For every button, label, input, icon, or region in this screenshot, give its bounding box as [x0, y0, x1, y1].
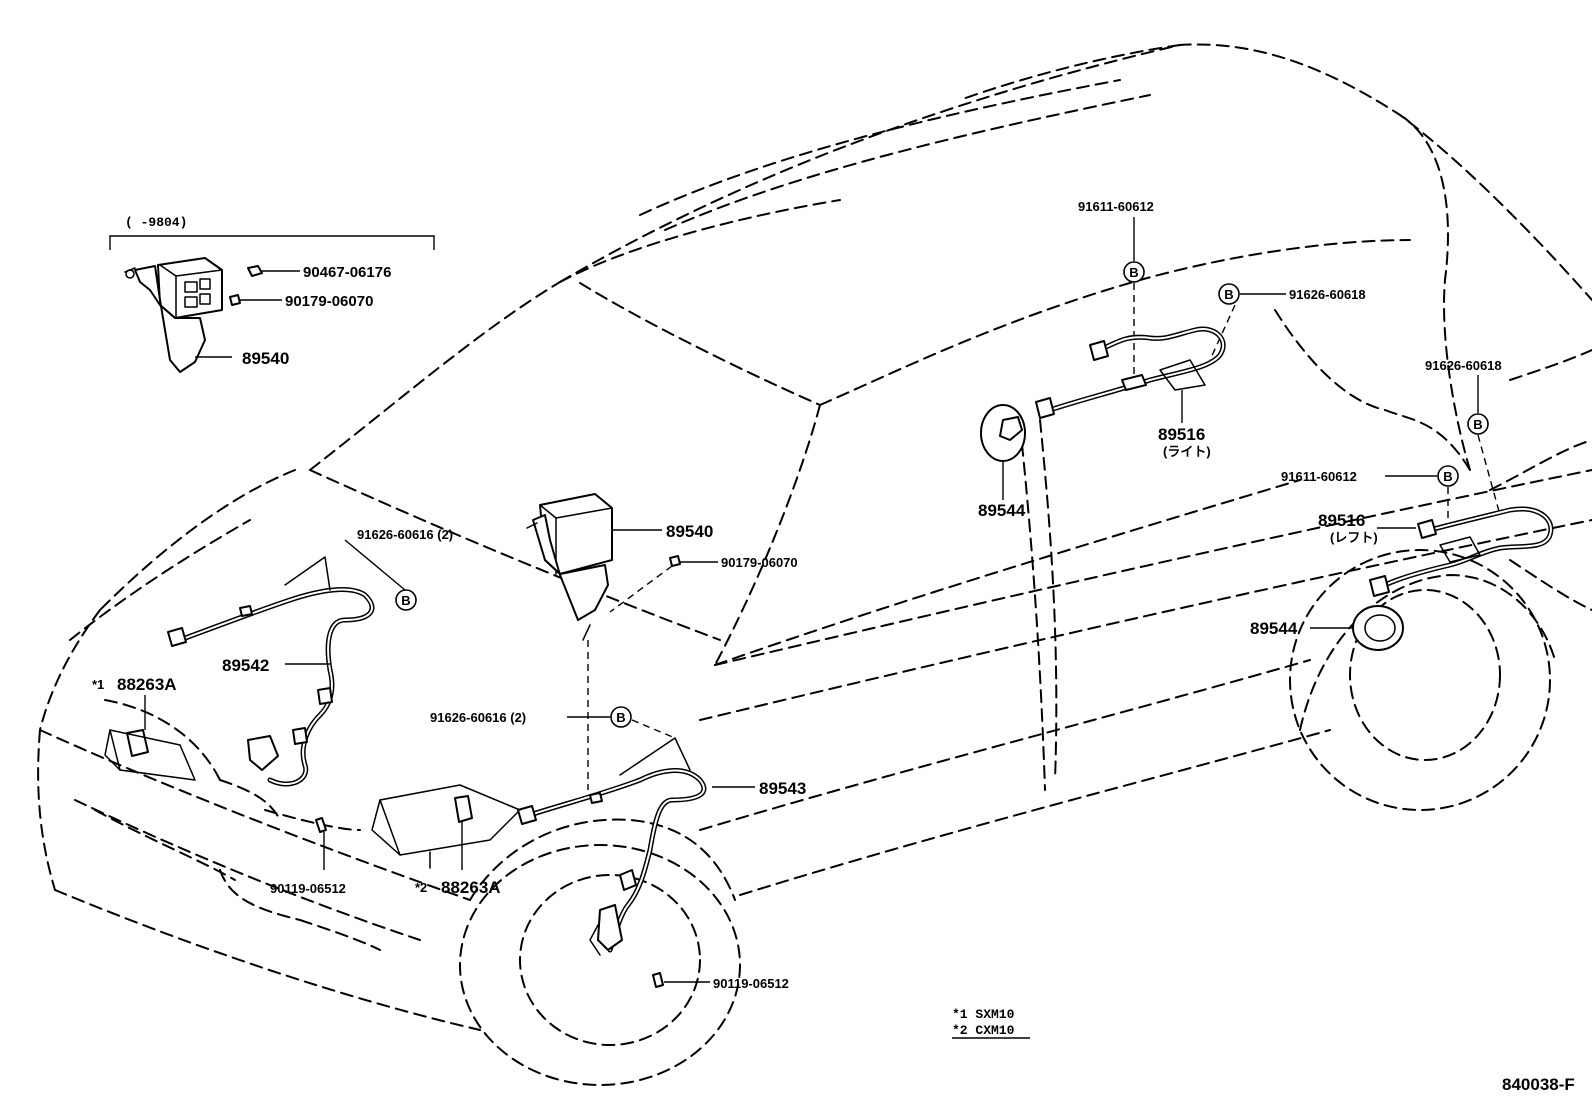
b-marker-center: B: [610, 706, 632, 728]
label-91611-60612-b: 91611-60612: [1281, 469, 1357, 484]
svg-text:B: B: [616, 710, 625, 725]
legend-line-1: *1 SXM10: [952, 1007, 1015, 1022]
svg-text:B: B: [401, 593, 410, 608]
b-marker-front: B: [395, 589, 417, 611]
ecu-module-small: [124, 257, 223, 373]
sensor-wire-89516-right: [1035, 326, 1226, 419]
label-90467-06176: 90467-06176: [303, 264, 391, 281]
sensor-wire-89542: [167, 556, 375, 787]
label-89516-right-sub: (ライト): [1163, 444, 1211, 459]
legend-line-2: *2 CXM10: [952, 1023, 1015, 1038]
nut-90179-06070-b: [669, 555, 681, 567]
relay-88263A-2: [371, 784, 521, 869]
label-89516-left: 89516: [1318, 511, 1365, 530]
relay-88263A-1: [104, 729, 196, 781]
star-2-label: *2: [415, 880, 427, 895]
label-88263A-2: 88263A: [441, 878, 501, 897]
label-91626-60616-b: 91626-60616 (2): [430, 710, 526, 725]
bolt-90119-06512-a: [315, 817, 327, 833]
vehicle-outline: [37, 43, 1592, 1086]
label-89540-b: 89540: [666, 522, 713, 541]
label-88263A-1: 88263A: [117, 675, 177, 694]
label-89516-left-sub: (レフト): [1330, 530, 1378, 545]
label-89516-right: 89516: [1158, 425, 1205, 444]
label-91626-60616-a: 91626-60616 (2): [357, 527, 453, 542]
svg-text:B: B: [1473, 417, 1482, 432]
ecu-module-center: [526, 493, 613, 641]
star-1-label: *1: [92, 677, 104, 692]
model-legend: *1 SXM10 *2 CXM10: [952, 1007, 1030, 1039]
fastener-clip-small: [247, 265, 263, 277]
label-89542: 89542: [222, 656, 269, 675]
b-marker-rear-left-top: B: [1467, 413, 1489, 435]
label-89544-b: 89544: [1250, 619, 1298, 638]
label-89543: 89543: [759, 779, 806, 798]
svg-text:B: B: [1224, 287, 1233, 302]
label-91626-60618-a: 91626-60618: [1289, 287, 1366, 302]
b-marker-rear-left-side: B: [1437, 465, 1459, 487]
label-90119-06512-b: 90119-06512: [713, 976, 789, 991]
ecu-inset-group: ( -9804) 90467-06176 90179-06070 89540: [109, 215, 435, 373]
label-90119-06512-a: 90119-06512: [270, 881, 346, 896]
fastener-nut-small: [229, 294, 241, 306]
label-90179-06070-b: 90179-06070: [721, 555, 798, 570]
sensor-wire-89516-left: [1369, 506, 1554, 597]
label-90179-06070-a: 90179-06070: [285, 293, 373, 310]
label-89544-a: 89544: [978, 501, 1026, 520]
label-89540-a: 89540: [242, 349, 289, 368]
sensor-wire-89543: [517, 737, 707, 956]
bolt-90119-06512-b: [652, 972, 664, 988]
label-91611-60612-a: 91611-60612: [1078, 199, 1154, 214]
svg-text:B: B: [1443, 469, 1452, 484]
sensor-rotor-89544-a: [980, 404, 1026, 462]
label-91626-60618-b: 91626-60618: [1425, 358, 1502, 373]
b-marker-rear-right-side: B: [1218, 283, 1240, 305]
b-marker-rear-right-top: B: [1123, 261, 1145, 283]
svg-text:B: B: [1129, 265, 1138, 280]
figure-id: 840038-F: [1502, 1075, 1575, 1094]
sensor-rotor-89544-b: [1352, 605, 1404, 651]
bracket-range-label: ( -9804): [125, 215, 187, 230]
inset-bracket: [109, 235, 435, 250]
